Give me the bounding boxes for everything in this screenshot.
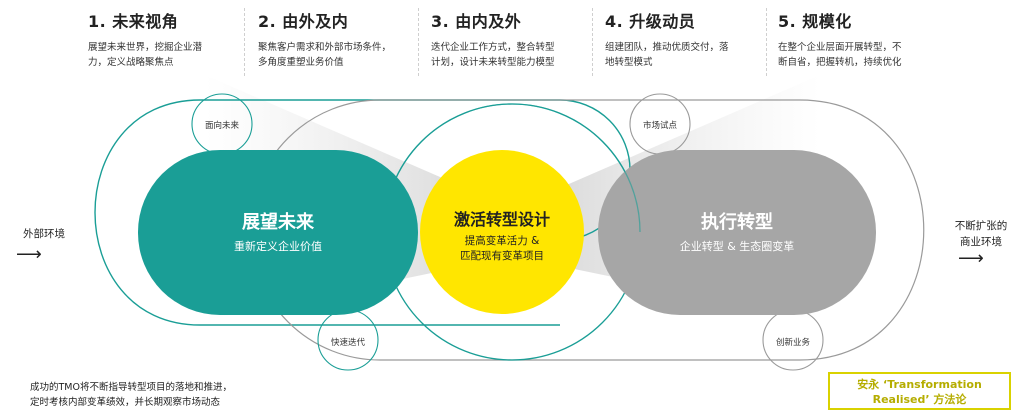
step-4-title: 4. 升级动员	[605, 12, 696, 31]
arrow-right-icon: ⟶	[16, 244, 42, 265]
step-4-desc: 组建团队，推动优质交付，落 地转型模式	[605, 40, 765, 70]
badge-line: Realised’ 方法论	[872, 393, 967, 406]
capsule-right	[598, 150, 876, 315]
step-5-title: 5. 规模化	[778, 12, 852, 31]
footnote-line: 成功的TMO将不断指导转型项目的落地和推进，	[30, 382, 232, 393]
step-2-desc: 聚焦客户需求和外部市场条件， 多角度重塑业务价值	[258, 40, 418, 70]
divider	[418, 8, 419, 76]
step-3: 3. 由内及外 迭代企业工作方式，整合转型 计划，设计未来转型能力模型	[431, 8, 591, 70]
expanding-environment-label: 不断扩张的 商业环境	[946, 218, 1016, 250]
outer-track-teal	[94, 99, 631, 326]
step-3-title: 3. 由内及外	[431, 12, 522, 31]
center-ring-overlap	[383, 103, 641, 233]
capsule-left-title: 展望未来	[242, 211, 315, 233]
capsule-right-title: 执行转型	[701, 211, 773, 233]
step-1-title: 1. 未来视角	[88, 12, 179, 31]
step-5-desc-line: 在整个企业层面开展转型，不	[778, 42, 902, 53]
external-environment-label: 外部环境	[23, 228, 65, 240]
arrow-right-icon: ⟶	[958, 248, 984, 269]
step-2-title: 2. 由外及内	[258, 12, 349, 31]
step-5-desc-line: 断自省，把握转机，持续优化	[778, 57, 902, 68]
divider	[766, 8, 767, 76]
loop-top-right-label: 市场试点	[643, 120, 678, 131]
capsule-center-subtitle-1: 提高变革活力 &	[465, 234, 540, 247]
loop-bottom-right-label: 创新业务	[776, 337, 811, 348]
footnote-line: 定时考核内部变革绩效，并长期观察市场动态	[30, 397, 221, 408]
capsule-left	[138, 150, 418, 315]
step-4-desc-line: 组建团队，推动优质交付，落	[605, 42, 729, 53]
capsule-center-title: 激活转型设计	[454, 210, 550, 229]
step-2-desc-line: 多角度重塑业务价值	[258, 57, 344, 68]
step-5: 5. 规模化 在整个企业层面开展转型，不 断自省，把握转机，持续优化	[778, 8, 938, 70]
divider	[592, 8, 593, 76]
footnote: 成功的TMO将不断指导转型项目的落地和推进， 定时考核内部变革绩效，并长期观察市…	[30, 380, 232, 410]
methodology-badge: 安永 ‘Transformation Realised’ 方法论	[828, 372, 1011, 410]
expanding-environment-line: 不断扩张的	[954, 220, 1008, 232]
loop-top-left-label: 面向未来	[205, 120, 240, 131]
step-4: 4. 升级动员 组建团队，推动优质交付，落 地转型模式	[605, 8, 765, 70]
capsule-center	[420, 150, 584, 314]
step-1-desc-line: 展望未来世界，挖掘企业潜	[88, 42, 203, 53]
step-1-desc: 展望未来世界，挖掘企业潜 力，定义战略聚焦点	[88, 40, 248, 70]
capsule-right-subtitle: 企业转型 & 生态圈变革	[680, 239, 795, 253]
step-2-desc-line: 聚焦客户需求和外部市场条件，	[258, 42, 392, 53]
step-4-desc-line: 地转型模式	[605, 57, 653, 68]
badge-line: 安永 ‘Transformation	[857, 378, 982, 391]
step-2: 2. 由外及内 聚焦客户需求和外部市场条件， 多角度重塑业务价值	[258, 8, 418, 70]
step-5-desc: 在整个企业层面开展转型，不 断自省，把握转机，持续优化	[778, 40, 938, 70]
step-3-desc: 迭代企业工作方式，整合转型 计划，设计未来转型能力模型	[431, 40, 591, 70]
step-3-desc-line: 迭代企业工作方式，整合转型	[431, 42, 555, 53]
capsule-center-subtitle-2: 匹配现有变革项目	[460, 249, 544, 262]
loop-bottom-left-label: 快速迭代	[331, 337, 366, 348]
expanding-environment-line: 商业环境	[960, 236, 1002, 248]
step-3-desc-line: 计划，设计未来转型能力模型	[431, 57, 555, 68]
capsule-left-subtitle: 重新定义企业价值	[234, 239, 322, 253]
step-1-desc-line: 力，定义战略聚焦点	[88, 57, 174, 68]
outer-track-gray	[249, 99, 925, 361]
divider	[244, 8, 245, 76]
step-1: 1. 未来视角 展望未来世界，挖掘企业潜 力，定义战略聚焦点	[88, 8, 248, 70]
